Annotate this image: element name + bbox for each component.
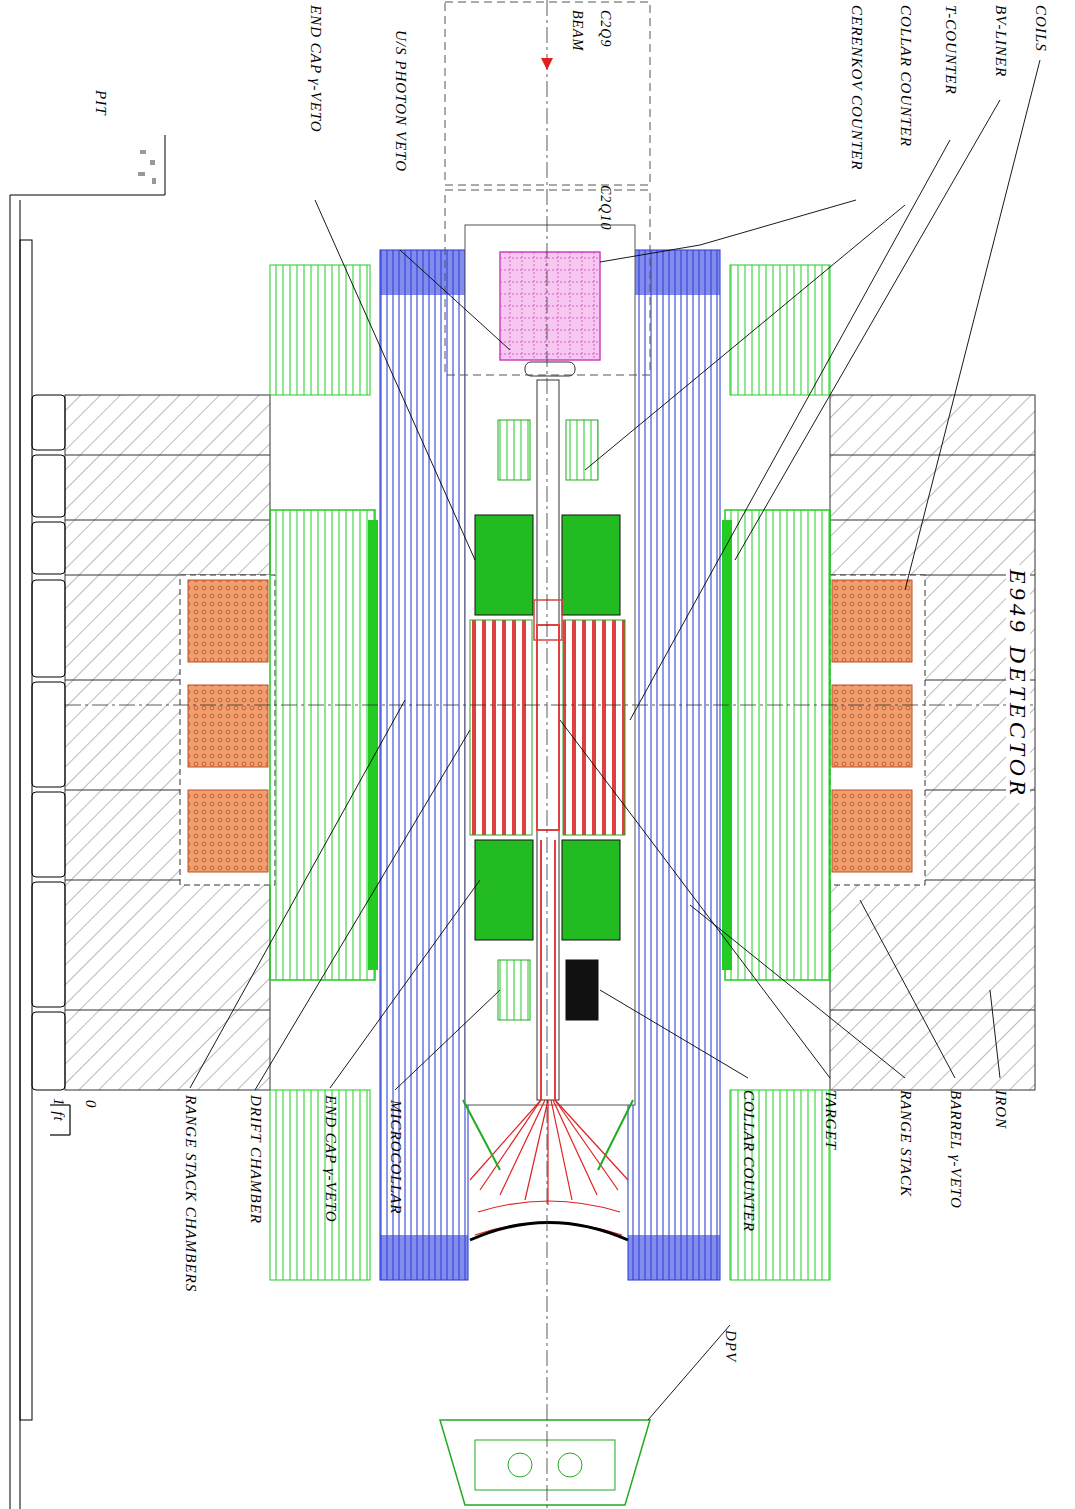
- part-label: MICROCOLLAR: [388, 1100, 403, 1214]
- part-label: DPV: [723, 1330, 738, 1362]
- part-label: BEAM: [570, 10, 584, 51]
- part-label: C2Q9: [598, 10, 612, 47]
- part-label: COLLAR COUNTER: [741, 1090, 756, 1232]
- part-label: T-COUNTER: [943, 5, 958, 95]
- part-label: TARGET: [823, 1090, 838, 1150]
- part-label: IRON: [993, 1090, 1008, 1129]
- part-label: END CAP γ-VETO: [308, 5, 323, 133]
- part-label: COILS: [1033, 5, 1048, 52]
- part-label: RANGE STACK: [898, 1090, 913, 1197]
- part-label: BV-LINER: [993, 5, 1008, 77]
- part-label: C2Q10: [598, 185, 612, 230]
- part-label: END CAP γ-VETO: [323, 1095, 338, 1223]
- part-label: CERENKOV COUNTER: [849, 5, 864, 170]
- part-label: RANGE STACK CHAMBERS: [183, 1095, 198, 1292]
- part-label: 0: [83, 1100, 98, 1109]
- part-label: COLLAR COUNTER: [898, 5, 913, 147]
- part-label: U/S PHOTON VETO: [393, 30, 408, 172]
- diagram-title: E949 DETECTOR: [1006, 565, 1030, 803]
- part-label: PIT: [93, 90, 108, 116]
- part-label: 1 ft: [51, 1098, 66, 1122]
- part-label: BARREL γ-VETO: [948, 1090, 963, 1209]
- part-label: DRIFT CHAMBER: [248, 1095, 263, 1224]
